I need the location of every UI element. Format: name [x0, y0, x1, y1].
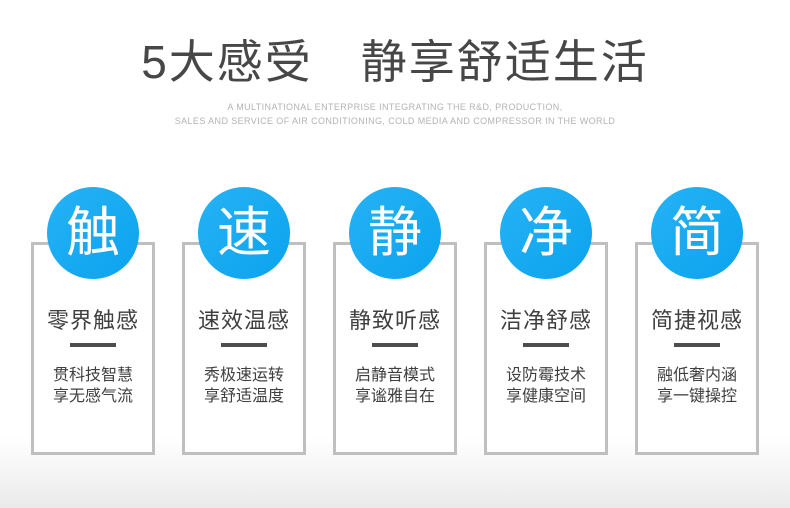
title-underline — [674, 343, 720, 347]
feature-card-quiet: 静 静致听感 启静音模式 享谧雅自在 — [333, 187, 457, 455]
feature-badge-circle: 触 — [47, 187, 139, 279]
title-underline — [221, 343, 267, 347]
desc-line-1: 启静音模式 — [354, 367, 435, 384]
subtitle-line-2: SALES AND SERVICE OF AIR CONDITIONING, C… — [174, 116, 616, 126]
card-description: 设防霉技术 享健康空间 — [487, 365, 605, 407]
feature-badge-circle: 速 — [198, 187, 290, 279]
card-description: 贯科技智慧 享无感气流 — [34, 365, 152, 407]
card-description: 启静音模式 享谧雅自在 — [336, 365, 454, 407]
card-description: 秀极速运转 享舒适温度 — [185, 365, 303, 407]
card-box: 速效温感 秀极速运转 享舒适温度 — [182, 242, 306, 455]
page-title: 5大感受 静享舒适生活 — [141, 36, 649, 88]
card-title: 洁净舒感 — [499, 308, 592, 333]
desc-line-1: 秀极速运转 — [203, 367, 284, 384]
card-title: 简捷视感 — [650, 308, 743, 333]
title-underline — [372, 343, 418, 347]
desc-line-1: 贯科技智慧 — [52, 367, 133, 384]
card-title: 速效温感 — [197, 308, 290, 333]
feature-card-touch: 触 零界触感 贯科技智慧 享无感气流 — [31, 187, 155, 455]
feature-card-speed: 速 速效温感 秀极速运转 享舒适温度 — [182, 187, 306, 455]
desc-line-2: 享无感气流 — [52, 388, 133, 405]
card-box: 洁净舒感 设防霉技术 享健康空间 — [484, 242, 608, 455]
card-description: 融低奢内涵 享一键操控 — [638, 365, 756, 407]
feature-card-clean: 净 洁净舒感 设防霉技术 享健康空间 — [484, 187, 608, 455]
desc-line-2: 享健康空间 — [505, 388, 586, 405]
feature-badge-circle: 净 — [500, 187, 592, 279]
feature-badge-circle: 简 — [651, 187, 743, 279]
desc-line-1: 融低奢内涵 — [656, 367, 737, 384]
page-header: 5大感受 静享舒适生活 A MULTINATIONAL ENTERPRISE I… — [0, 0, 790, 128]
title-underline — [523, 343, 569, 347]
feature-badge-circle: 静 — [349, 187, 441, 279]
desc-line-1: 设防霉技术 — [505, 367, 586, 384]
feature-cards-row: 触 零界触感 贯科技智慧 享无感气流 速 速效温感 秀极速运转 享舒适温度 静 … — [0, 187, 790, 455]
card-title: 静致听感 — [348, 308, 441, 333]
desc-line-2: 享谧雅自在 — [354, 388, 435, 405]
subtitle-line-1: A MULTINATIONAL ENTERPRISE INTEGRATING T… — [227, 102, 563, 112]
page-subtitle: A MULTINATIONAL ENTERPRISE INTEGRATING T… — [0, 100, 790, 128]
card-title: 零界触感 — [46, 308, 139, 333]
title-underline — [70, 343, 116, 347]
desc-line-2: 享一键操控 — [656, 388, 737, 405]
desc-line-2: 享舒适温度 — [203, 388, 284, 405]
feature-card-simple: 简 简捷视感 融低奢内涵 享一键操控 — [635, 187, 759, 455]
